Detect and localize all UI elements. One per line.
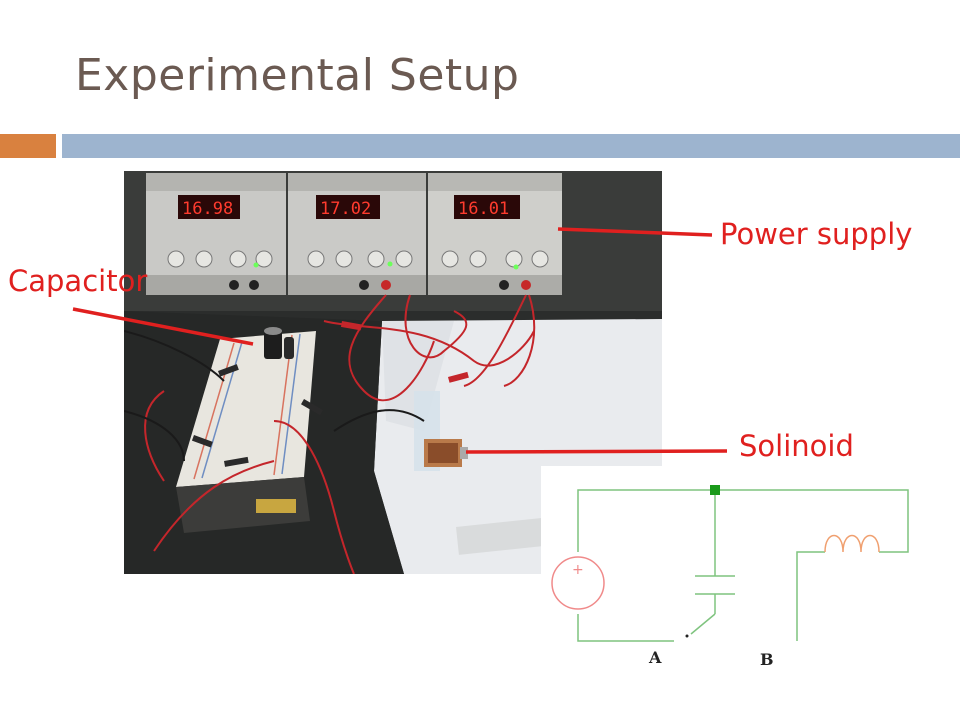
capacitor-component [264,327,294,359]
terminal-a-label: A [648,648,662,667]
power-supply-2: 17.02 [288,173,426,295]
circuit-schematic: + A B [541,466,920,676]
inductor-symbol [824,534,880,553]
slide-title: Experimental Setup [75,50,520,101]
switch-symbol [690,613,716,635]
power-supply-1: 16.98 [146,173,286,295]
junction-node [710,485,720,495]
terminal-b-label: B [760,650,774,669]
svg-text:+: + [572,562,584,578]
capacitor-label: Capacitor [8,264,148,298]
psu-display-2: 17.02 [320,199,371,219]
solenoid-component [414,391,468,471]
solenoid-label: Solinoid [739,429,854,463]
voltage-source-symbol [551,556,605,610]
psu-display-1: 16.98 [182,199,233,219]
power-supply-label: Power supply [720,217,913,251]
psu-display-3: 16.01 [458,199,509,219]
capacitor-symbol [695,575,735,595]
setup-photo: 16.98 17.02 16.01 [124,171,662,574]
power-supply-3: 16.01 [428,173,562,295]
accent-bar-orange [0,134,56,158]
accent-bar-blue [62,134,960,158]
